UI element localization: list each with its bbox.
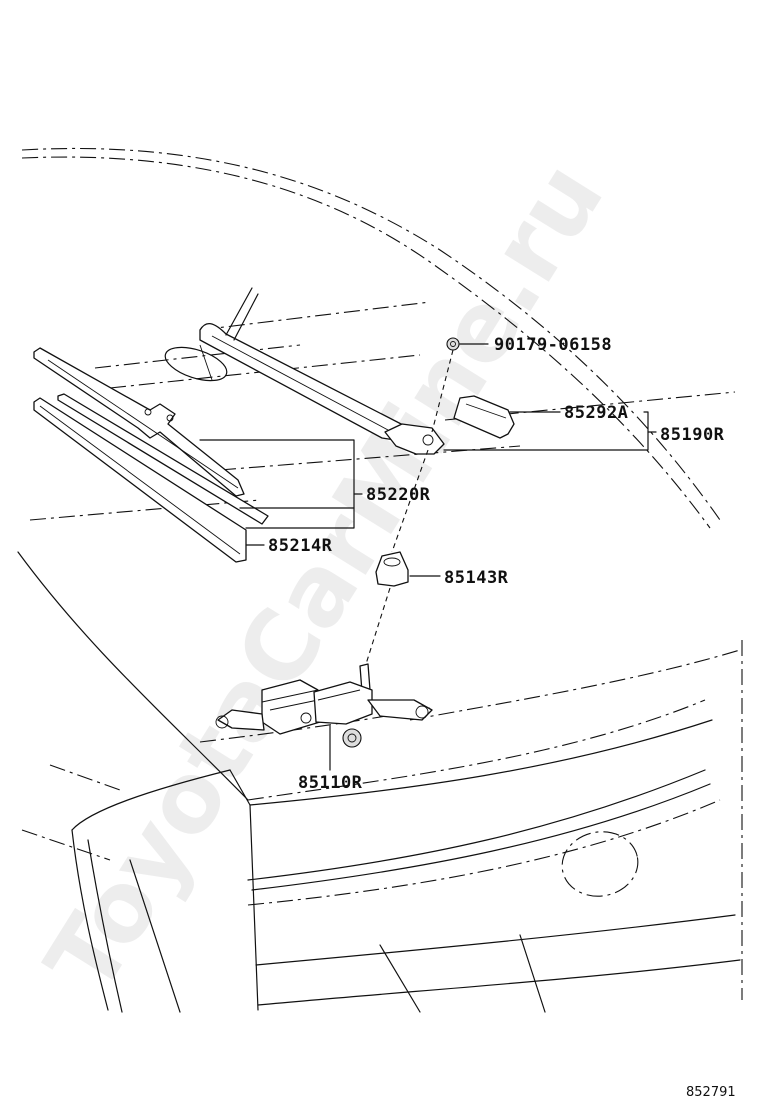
nut <box>446 337 460 351</box>
install-axis-lower <box>391 449 429 553</box>
watermark: ToyotaCarMine.ru <box>25 143 626 1012</box>
wiper-motor <box>215 663 433 748</box>
blade-rubber <box>33 393 269 563</box>
body-outline <box>17 147 743 1013</box>
diagram-code: 852791 <box>686 1085 736 1100</box>
label-wiper-blade: 85220R <box>366 485 431 505</box>
label-pivot-cap: 85143R <box>444 568 509 588</box>
label-nut: 90179-06158 <box>494 335 612 355</box>
wiper-blade <box>33 347 245 497</box>
label-wiper-arm: 85190R <box>660 425 725 445</box>
arm-cover <box>453 395 515 439</box>
label-arm-cover: 85292A <box>564 403 628 423</box>
leader-lines <box>199 343 657 771</box>
wiper-arm <box>164 287 445 455</box>
label-wiper-motor: 85110R <box>298 773 363 793</box>
install-axis-motor <box>365 587 391 665</box>
label-blade-rubber: 85214R <box>268 536 333 556</box>
pivot-cap <box>375 551 409 587</box>
